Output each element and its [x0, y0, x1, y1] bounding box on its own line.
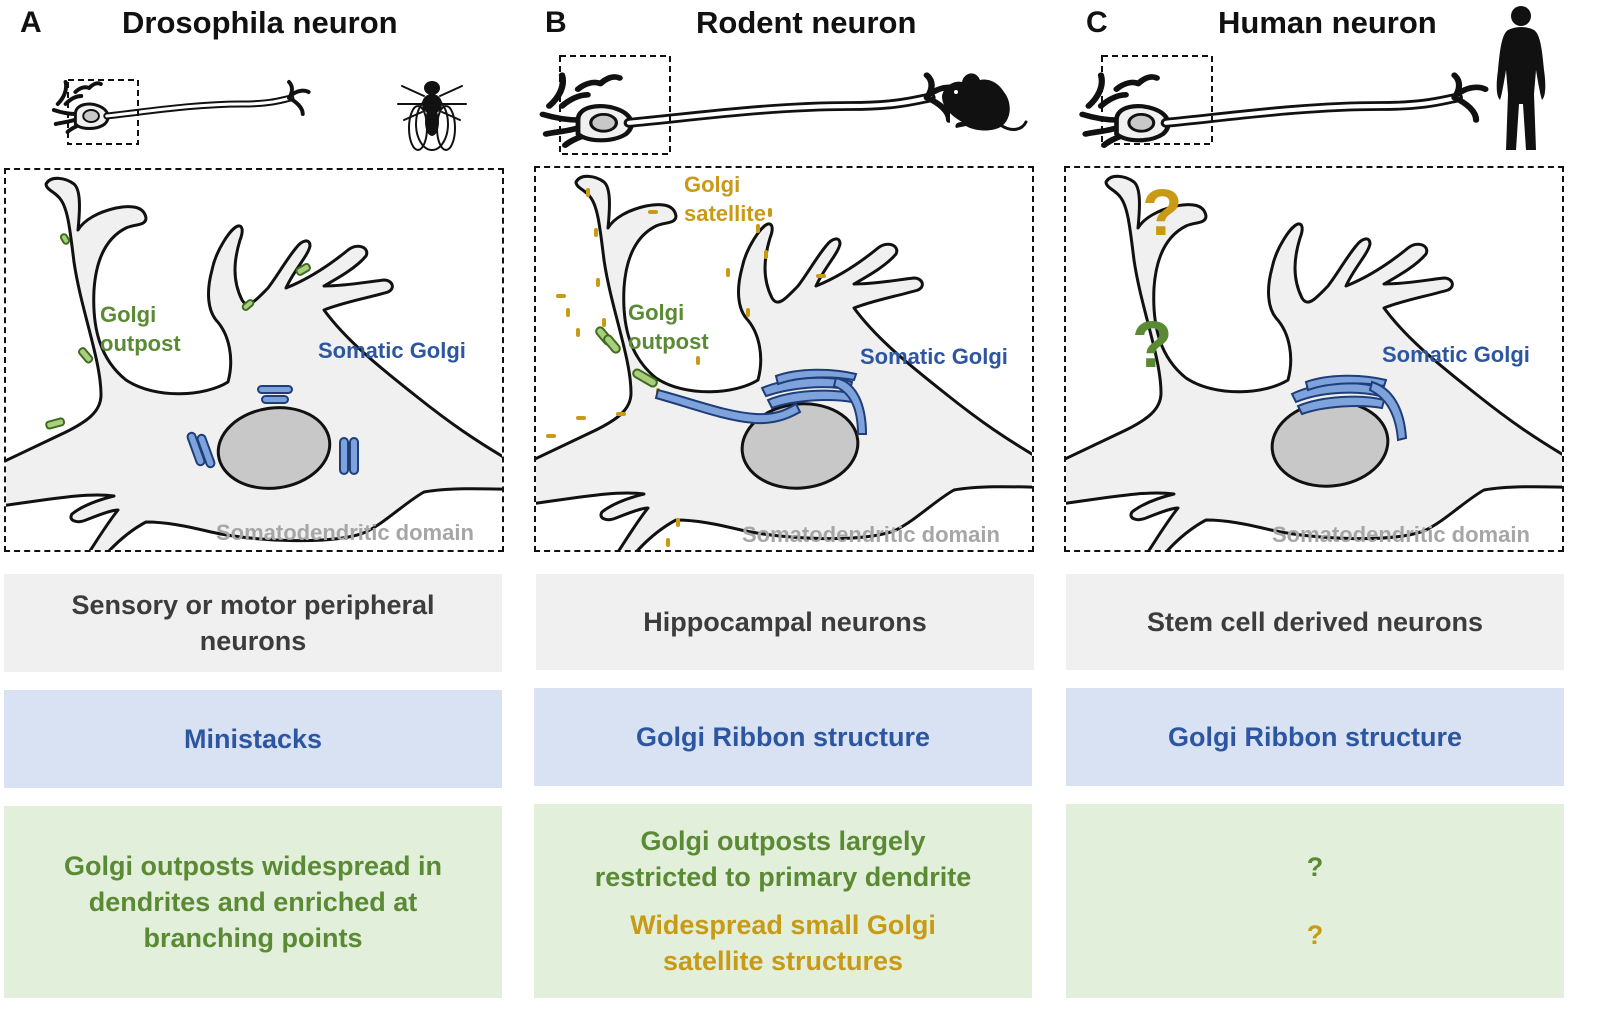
label-somatic-golgi-b: Somatic Golgi — [860, 344, 1008, 369]
detail-box-c: ? ? Somatic Golgi Somatodendritic domain — [1064, 166, 1564, 552]
mini-neuron-a — [46, 74, 326, 145]
panel-letter-c: C — [1086, 6, 1108, 39]
label-somatodendritic-b: Somatodendritic domain — [742, 522, 1000, 547]
panel-title-b: Rodent neuron — [696, 5, 917, 40]
fly-icon — [397, 81, 467, 151]
neuron-drawing-b — [536, 174, 1032, 550]
neuron-drawing-c — [1066, 174, 1562, 550]
golgi-structure-box-b: Golgi Ribbon structure — [534, 688, 1032, 786]
cell-type-box-b: Hippocampal neurons — [536, 574, 1034, 670]
label-somatodendritic-a: Somatodendritic domain — [216, 520, 474, 545]
panel-letter-b: B — [545, 6, 567, 39]
label-somatodendritic-c: Somatodendritic domain — [1272, 522, 1530, 547]
distribution-box-a: Golgi outposts widespread in dendrites a… — [4, 806, 502, 998]
panel-title-c: Human neuron — [1218, 5, 1437, 40]
question-mark-green-c: ? — [1132, 307, 1173, 381]
human-icon — [1496, 6, 1546, 150]
distribution-box-c: ? ? — [1066, 804, 1564, 998]
distribution-box-b: Golgi outposts largely restricted to pri… — [534, 804, 1032, 998]
label-somatic-golgi-a: Somatic Golgi — [318, 338, 466, 363]
question-mark-gold-c: ? — [1142, 175, 1183, 249]
golgi-structure-box-a: Ministacks — [4, 690, 502, 788]
neuron-drawing-a — [6, 176, 502, 550]
cell-type-box-c: Stem cell derived neurons — [1066, 574, 1564, 670]
mouse-icon — [942, 73, 1028, 131]
mini-neuron-c — [1070, 55, 1490, 164]
golgi-structure-box-c: Golgi Ribbon structure — [1066, 688, 1564, 786]
panel-title-a: Drosophila neuron — [122, 5, 398, 40]
mini-neuron-b — [530, 55, 950, 155]
label-somatic-golgi-c: Somatic Golgi — [1382, 342, 1530, 367]
panel-letter-a: A — [20, 6, 42, 39]
